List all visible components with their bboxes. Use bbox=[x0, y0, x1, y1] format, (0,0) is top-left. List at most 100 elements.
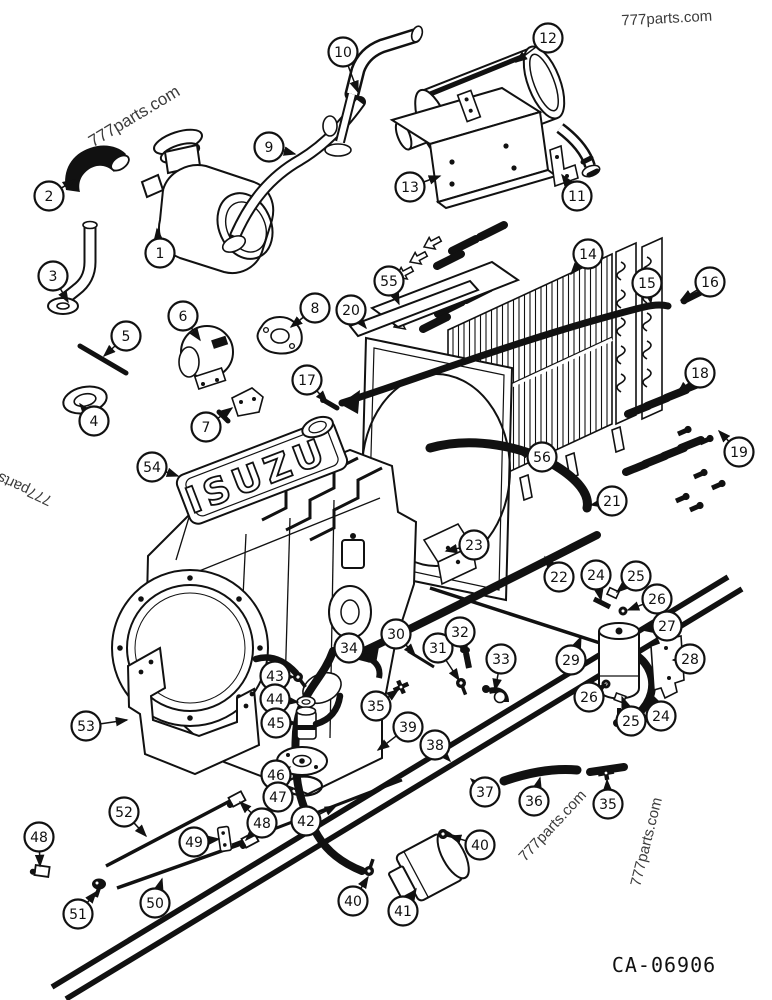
callout-20: 20 bbox=[335, 294, 367, 330]
leader-line bbox=[403, 643, 417, 657]
callout-number: 26 bbox=[580, 690, 598, 706]
callout-4: 4 bbox=[78, 402, 110, 437]
callout-number: 50 bbox=[146, 896, 164, 912]
bolt-24a bbox=[592, 596, 612, 610]
callout-balloon bbox=[108, 796, 140, 828]
callout-balloon bbox=[62, 898, 94, 930]
callout-balloon bbox=[464, 829, 496, 861]
callout-number: 40 bbox=[344, 894, 362, 910]
callout-balloon bbox=[253, 131, 285, 163]
callout-number: 25 bbox=[622, 714, 640, 730]
callout-number: 51 bbox=[69, 907, 87, 923]
leader-line bbox=[207, 835, 221, 846]
callout-number: 38 bbox=[426, 738, 444, 754]
callout-7: 7 bbox=[190, 407, 234, 443]
callout-number: 23 bbox=[465, 538, 483, 554]
callout-3: 3 bbox=[37, 260, 69, 304]
callout-49: 49 bbox=[178, 826, 221, 858]
callout-26: 26 bbox=[626, 583, 673, 615]
callout-balloon bbox=[299, 292, 331, 324]
leader-line bbox=[406, 887, 417, 902]
callout-45: 45 bbox=[260, 707, 298, 739]
leader-line bbox=[532, 776, 542, 791]
callout-21: 21 bbox=[589, 485, 628, 517]
callout-balloon bbox=[333, 632, 365, 664]
washer-44 bbox=[296, 695, 316, 709]
bolt-set-18 bbox=[622, 378, 707, 476]
callout-37: 37 bbox=[469, 776, 501, 808]
callout-number: 35 bbox=[599, 797, 617, 813]
leader-line bbox=[79, 402, 91, 416]
callout-number: 29 bbox=[562, 653, 580, 669]
callout-35: 35 bbox=[592, 778, 624, 820]
leader-line bbox=[282, 146, 297, 156]
leader-line bbox=[100, 716, 129, 727]
callout-number: 26 bbox=[648, 592, 666, 608]
watermark: 777parts.com bbox=[621, 8, 713, 30]
callout-number: 42 bbox=[297, 814, 315, 830]
callout-number: 16 bbox=[701, 275, 719, 291]
callout-number: 25 bbox=[627, 569, 645, 585]
callout-39: 39 bbox=[376, 711, 424, 751]
callout-41: 41 bbox=[387, 887, 419, 927]
callout-number: 48 bbox=[30, 830, 48, 846]
callout-balloon bbox=[526, 441, 558, 473]
pipe-29 bbox=[429, 586, 601, 645]
callout-balloon bbox=[37, 260, 69, 292]
callout-25: 25 bbox=[615, 560, 652, 593]
elbow-hose-2 bbox=[65, 145, 130, 192]
callout-number: 41 bbox=[394, 904, 412, 920]
leader-line bbox=[244, 828, 258, 842]
leader-line bbox=[60, 179, 76, 191]
hose-39 bbox=[291, 647, 366, 875]
callout-balloon bbox=[419, 729, 451, 761]
callout-11: 11 bbox=[561, 173, 593, 212]
callout-number: 20 bbox=[342, 303, 360, 319]
leader-line bbox=[153, 227, 164, 241]
leader-line bbox=[355, 316, 367, 330]
callout-38: 38 bbox=[419, 729, 452, 763]
leader-line bbox=[289, 316, 305, 328]
water-separator bbox=[592, 586, 685, 716]
banjo-31 bbox=[451, 674, 475, 697]
callout-9: 9 bbox=[253, 131, 297, 163]
callout-number: 35 bbox=[367, 699, 385, 715]
callout-number: 11 bbox=[568, 189, 586, 205]
callout-53: 53 bbox=[70, 710, 129, 742]
callout-balloon bbox=[337, 885, 369, 917]
callout-number: 36 bbox=[525, 794, 543, 810]
callout-balloon bbox=[580, 559, 612, 591]
callout-number: 53 bbox=[77, 719, 95, 735]
callout-23: 23 bbox=[444, 529, 490, 561]
callout-33: 33 bbox=[485, 643, 517, 692]
leader-line bbox=[544, 555, 556, 569]
callout-balloon bbox=[674, 643, 706, 675]
callout-number: 55 bbox=[380, 274, 398, 290]
callout-30: 30 bbox=[380, 618, 417, 657]
callout-balloon bbox=[290, 805, 322, 837]
rod-5 bbox=[77, 343, 129, 376]
callout-number: 9 bbox=[265, 140, 274, 156]
callout-number: 8 bbox=[311, 301, 320, 317]
callout-1: 1 bbox=[144, 227, 176, 269]
callout-54: 54 bbox=[136, 451, 180, 483]
callout-number: 21 bbox=[603, 494, 621, 510]
leader-line bbox=[386, 689, 400, 701]
inlet-pipe-3 bbox=[47, 220, 98, 315]
callout-number: 56 bbox=[533, 450, 551, 466]
callout-balloon bbox=[444, 616, 476, 648]
leader-line bbox=[649, 691, 660, 706]
bolt-17 bbox=[320, 397, 340, 411]
callout-25: 25 bbox=[615, 695, 647, 737]
callout-number: 31 bbox=[429, 641, 447, 657]
callout-number: 39 bbox=[399, 720, 417, 736]
leader-line bbox=[315, 390, 329, 404]
callout-number: 14 bbox=[579, 247, 597, 263]
callout-balloon bbox=[70, 710, 102, 742]
callout-balloon bbox=[596, 485, 628, 517]
callout-balloon bbox=[136, 451, 168, 483]
callout-balloon bbox=[139, 887, 171, 919]
callout-balloon bbox=[620, 560, 652, 592]
callout-balloon bbox=[645, 700, 677, 732]
